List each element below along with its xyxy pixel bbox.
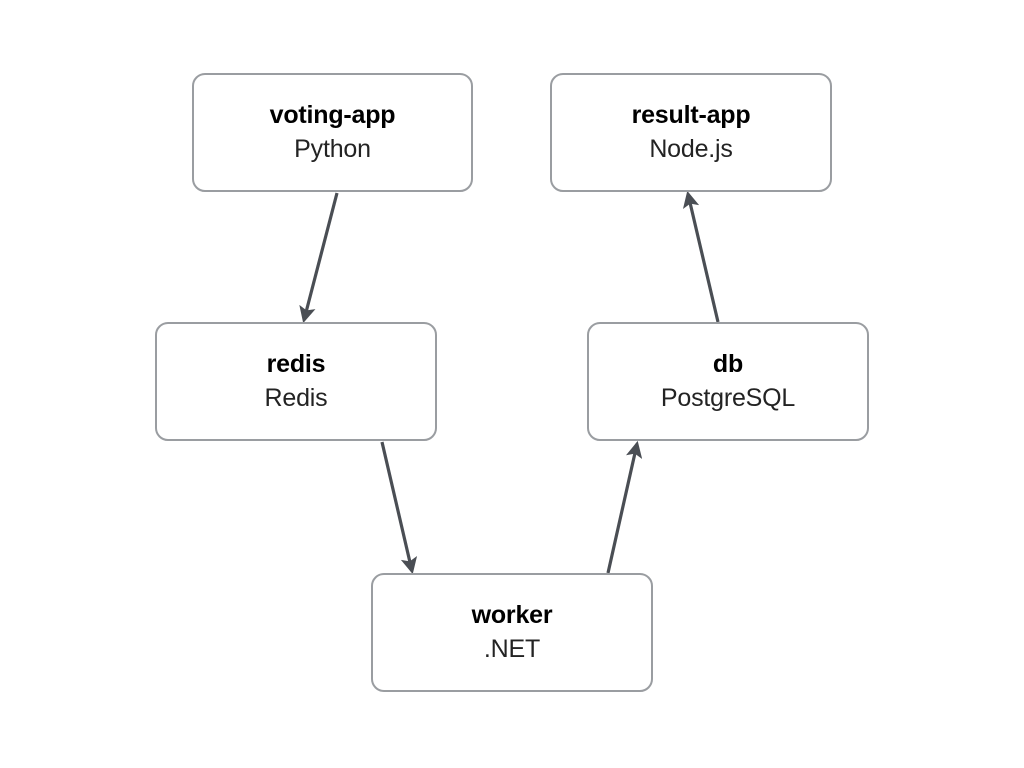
node-title: result-app — [631, 101, 751, 129]
edge-worker-to-db — [606, 440, 643, 574]
node-subtitle: Redis — [264, 384, 328, 412]
node-worker[interactable]: worker .NET — [371, 573, 653, 692]
node-title: worker — [471, 601, 553, 629]
node-result-app[interactable]: result-app Node.js — [550, 73, 832, 192]
node-title: db — [712, 350, 744, 378]
node-subtitle: Python — [294, 135, 371, 163]
node-title: voting-app — [269, 101, 396, 129]
node-title: redis — [266, 350, 326, 378]
node-redis[interactable]: redis Redis — [155, 322, 437, 441]
edge-redis-to-worker — [380, 441, 418, 575]
node-subtitle: PostgreSQL — [660, 384, 796, 412]
edge-voting-app-to-redis — [299, 192, 339, 324]
node-subtitle: .NET — [483, 635, 541, 663]
node-subtitle: Node.js — [649, 135, 733, 163]
node-voting-app[interactable]: voting-app Python — [192, 73, 473, 192]
edge-db-to-result-app — [682, 190, 720, 323]
node-db[interactable]: db PostgreSQL — [587, 322, 869, 441]
